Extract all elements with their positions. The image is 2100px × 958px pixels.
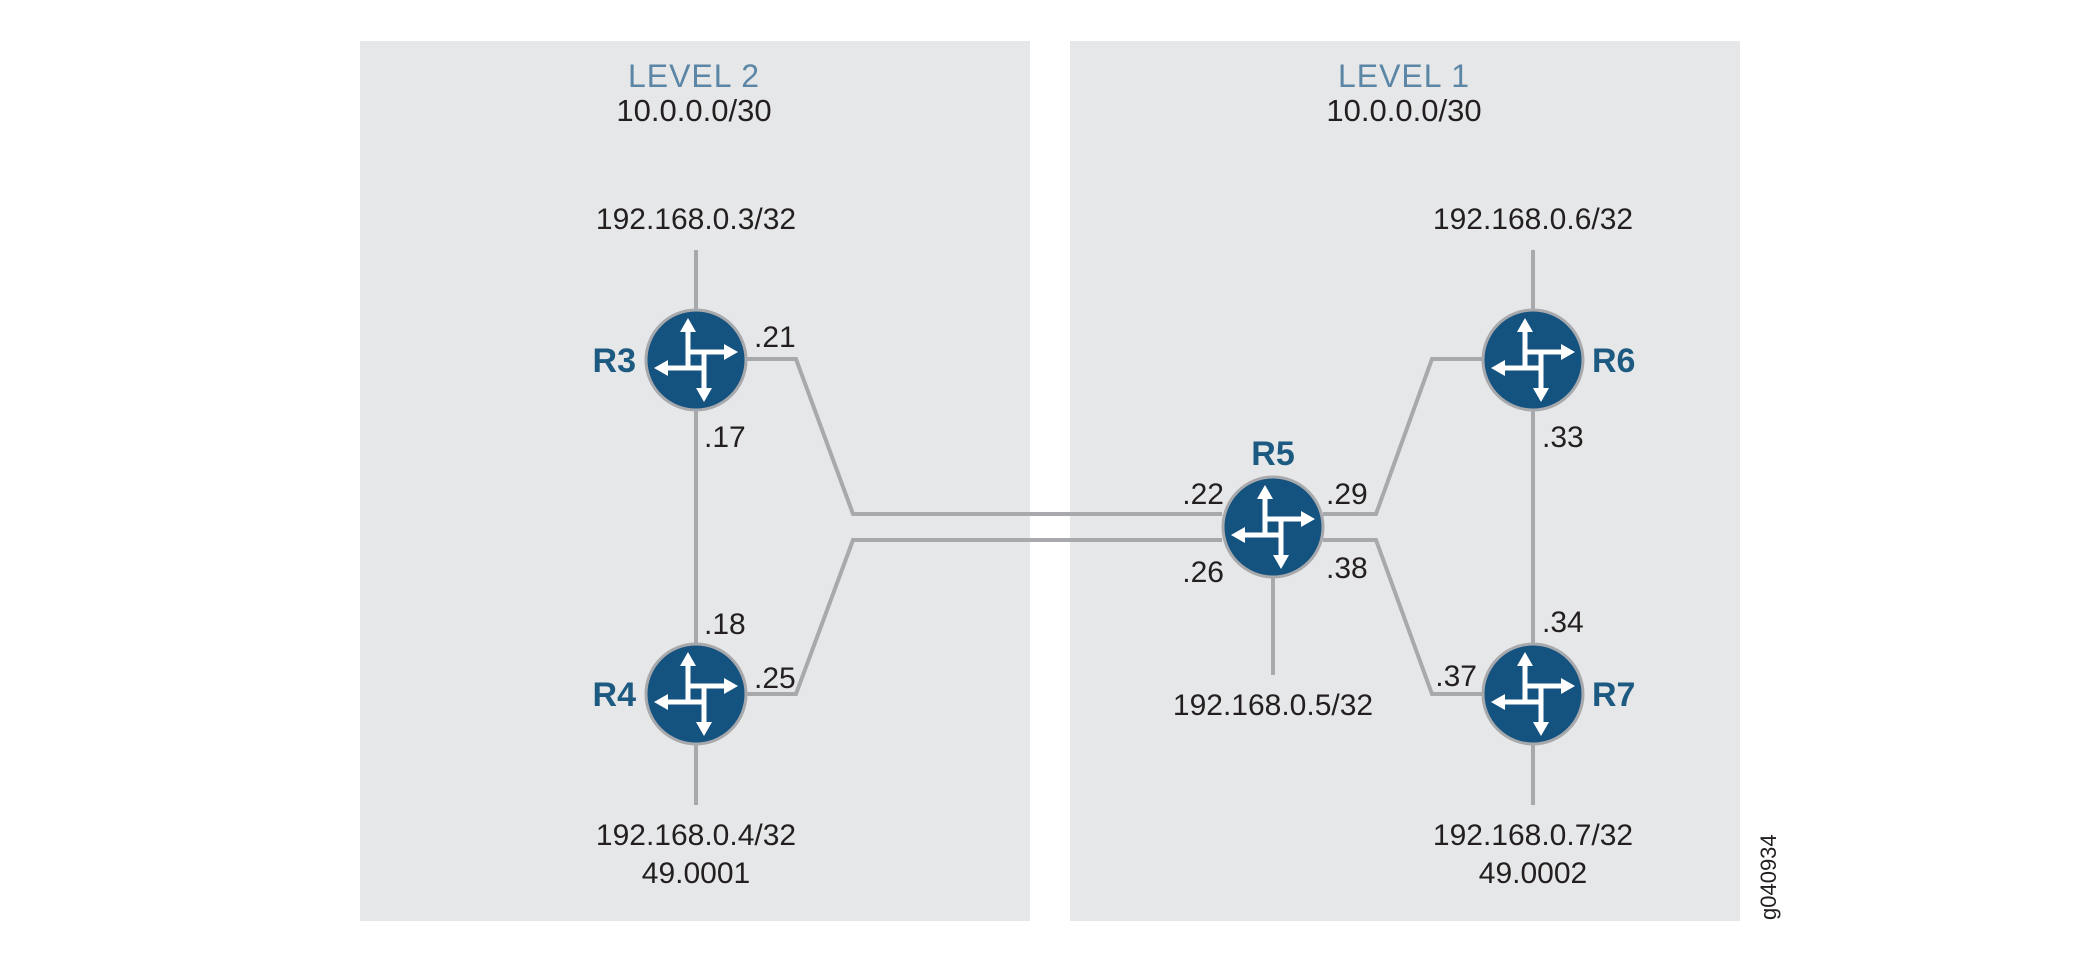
r7-area-id-label: 49.0002: [1479, 857, 1587, 890]
level2-network: 10.0.0.0/30: [616, 93, 771, 128]
router-r7-name: R7: [1592, 676, 1635, 714]
interface-label-r5-r4: .26: [1182, 556, 1224, 589]
interface-label-r5-r6: .29: [1326, 478, 1368, 511]
router-r4-icon: [646, 644, 746, 744]
router-r6-name: R6: [1592, 342, 1635, 380]
link-r3-r5: [746, 357, 1222, 516]
router-r6-icon: [1483, 310, 1583, 410]
figure-id: g040934: [1756, 834, 1781, 920]
interface-label-r4-r3: .18: [704, 608, 746, 641]
interface-label-r6-r7: .33: [1542, 421, 1584, 454]
r4-area-id-label: 49.0001: [642, 857, 750, 890]
router-r7: R7: [1483, 644, 1635, 744]
level1-title: LEVEL 1: [1338, 58, 1470, 94]
interface-label-r3-r4: .17: [704, 421, 746, 454]
interface-label-r7-r5: .37: [1435, 660, 1477, 693]
router-r4-name: R4: [593, 676, 637, 714]
interface-label-r4-r5: .25: [754, 662, 796, 695]
r3-loopback-label: 192.168.0.3/32: [596, 203, 796, 236]
r6-loopback-label: 192.168.0.6/32: [1433, 203, 1633, 236]
r5-loopback-label: 192.168.0.5/32: [1173, 689, 1373, 722]
router-r7-icon: [1483, 644, 1583, 744]
router-r4: R4: [593, 644, 746, 744]
r4-loopback-label: 192.168.0.4/32: [596, 819, 796, 852]
router-r5: R5: [1223, 435, 1323, 577]
level1-network: 10.0.0.0/30: [1326, 93, 1481, 128]
router-r3-icon: [646, 310, 746, 410]
link-r5-r6: [1323, 357, 1484, 516]
r7-loopback-label: 192.168.0.7/32: [1433, 819, 1633, 852]
interface-label-r5-r3: .22: [1182, 478, 1224, 511]
router-r6: R6: [1483, 310, 1635, 410]
level2-title: LEVEL 2: [628, 58, 760, 94]
interface-label-r5-r7: .38: [1326, 552, 1368, 585]
link-r4-r5: [746, 538, 1222, 696]
router-r5-icon: [1223, 477, 1323, 577]
link-r5-r7: [1323, 538, 1484, 696]
level1-area: [1070, 41, 1740, 921]
router-r5-name: R5: [1251, 435, 1294, 473]
interface-label-r3-r5: .21: [754, 321, 796, 354]
router-r3: R3: [593, 310, 746, 410]
router-r3-name: R3: [593, 342, 636, 380]
interface-label-r7-r6: .34: [1542, 606, 1584, 639]
